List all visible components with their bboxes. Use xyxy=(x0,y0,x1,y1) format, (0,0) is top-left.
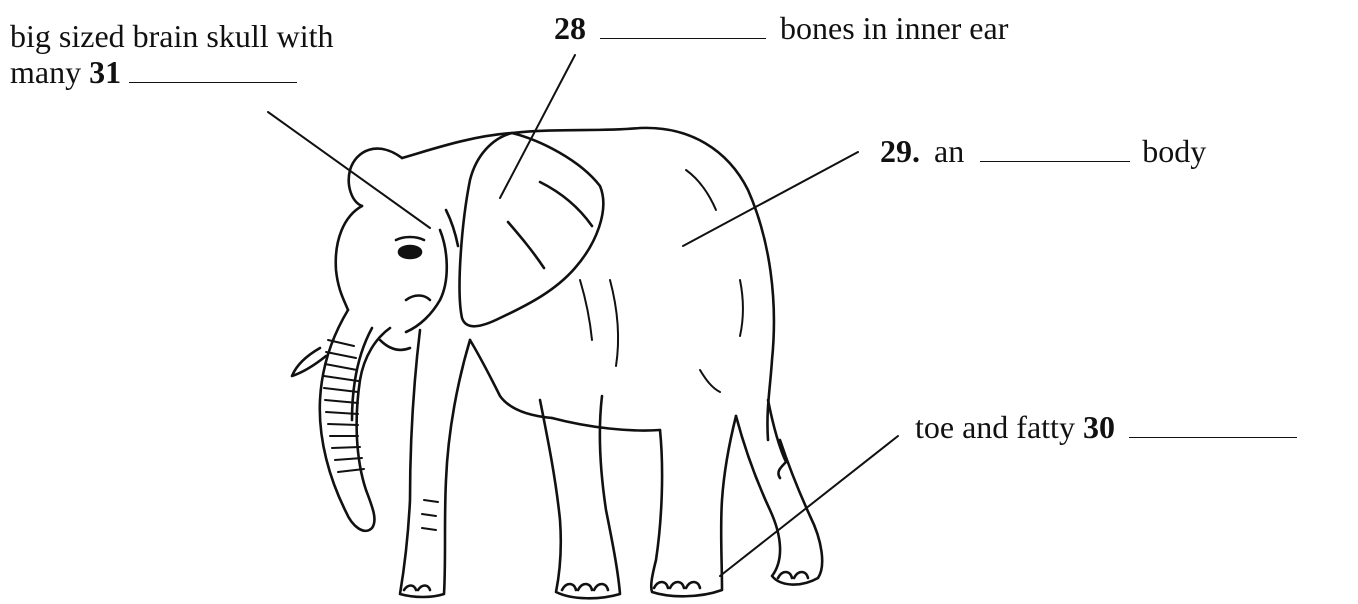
elephant-face xyxy=(336,206,362,310)
label-foot: toe and fatty 30 xyxy=(915,409,1297,445)
elephant-rear-leg-right xyxy=(736,416,822,585)
elephant-body-wrinkle-5 xyxy=(580,280,592,340)
leader-line-30 xyxy=(720,436,898,576)
elephant-trunk-outer xyxy=(320,310,390,531)
label-skull-prefix: many xyxy=(10,54,81,90)
label-body-suffix: body xyxy=(1142,133,1206,169)
elephant-body-wrinkle-1 xyxy=(610,280,618,366)
elephant-ear xyxy=(460,133,604,326)
elephant-tail xyxy=(768,400,786,478)
elephant-ear-fold xyxy=(540,182,592,226)
elephant-eye xyxy=(399,246,421,258)
label-ear-number: 28 xyxy=(554,10,586,46)
elephant-rear-toes-left xyxy=(654,582,700,588)
elephant-temple xyxy=(446,210,458,246)
elephant-back-outline xyxy=(512,128,774,440)
leader-line-31 xyxy=(268,112,430,228)
answer-blank-29[interactable] xyxy=(980,135,1130,162)
elephant-rear-toes-right xyxy=(778,572,808,578)
elephant-leg-wrinkle-1 xyxy=(422,500,438,530)
label-skull-line1: big sized brain skull with xyxy=(10,18,334,54)
elephant-rear-leg-left xyxy=(651,416,736,596)
answer-blank-31[interactable] xyxy=(129,56,297,83)
answer-blank-28[interactable] xyxy=(600,12,766,39)
elephant-chest xyxy=(470,340,552,418)
elephant-front-leg-left xyxy=(400,330,470,597)
elephant-body-wrinkle-2 xyxy=(686,170,716,210)
elephant-illustration xyxy=(292,128,822,598)
label-ear-text: bones in inner ear xyxy=(780,10,1008,46)
elephant-mouth xyxy=(406,296,430,301)
label-body-prefix: an xyxy=(934,133,964,169)
leader-line-29 xyxy=(683,152,858,246)
elephant-front-toes-left xyxy=(404,586,430,591)
elephant-front-leg-right xyxy=(540,396,620,598)
label-body-number: 29. xyxy=(880,133,920,169)
label-ear: 28 bones in inner ear xyxy=(554,10,1008,46)
elephant-head-top xyxy=(402,133,512,158)
label-skull: big sized brain skull with many 31 xyxy=(10,18,334,90)
label-foot-prefix: toe and fatty xyxy=(915,409,1075,445)
elephant-ear-fold-2 xyxy=(508,222,544,268)
elephant-body-wrinkle-3 xyxy=(740,280,743,336)
elephant-eye-brow xyxy=(396,237,424,240)
answer-blank-30[interactable] xyxy=(1129,411,1297,438)
elephant-forehead xyxy=(349,149,402,206)
elephant-chin xyxy=(380,340,410,350)
elephant-body-wrinkle-4 xyxy=(700,370,720,392)
leader-line-28 xyxy=(500,55,575,198)
label-skull-number: 31 xyxy=(89,54,121,90)
elephant-tusk xyxy=(292,348,326,376)
label-body: 29. an body xyxy=(880,133,1206,169)
elephant-front-toes-right xyxy=(562,584,608,590)
label-foot-number: 30 xyxy=(1083,409,1115,445)
elephant-belly xyxy=(552,418,660,431)
leader-lines xyxy=(268,55,898,576)
label-skull-line2: many 31 xyxy=(10,54,334,90)
